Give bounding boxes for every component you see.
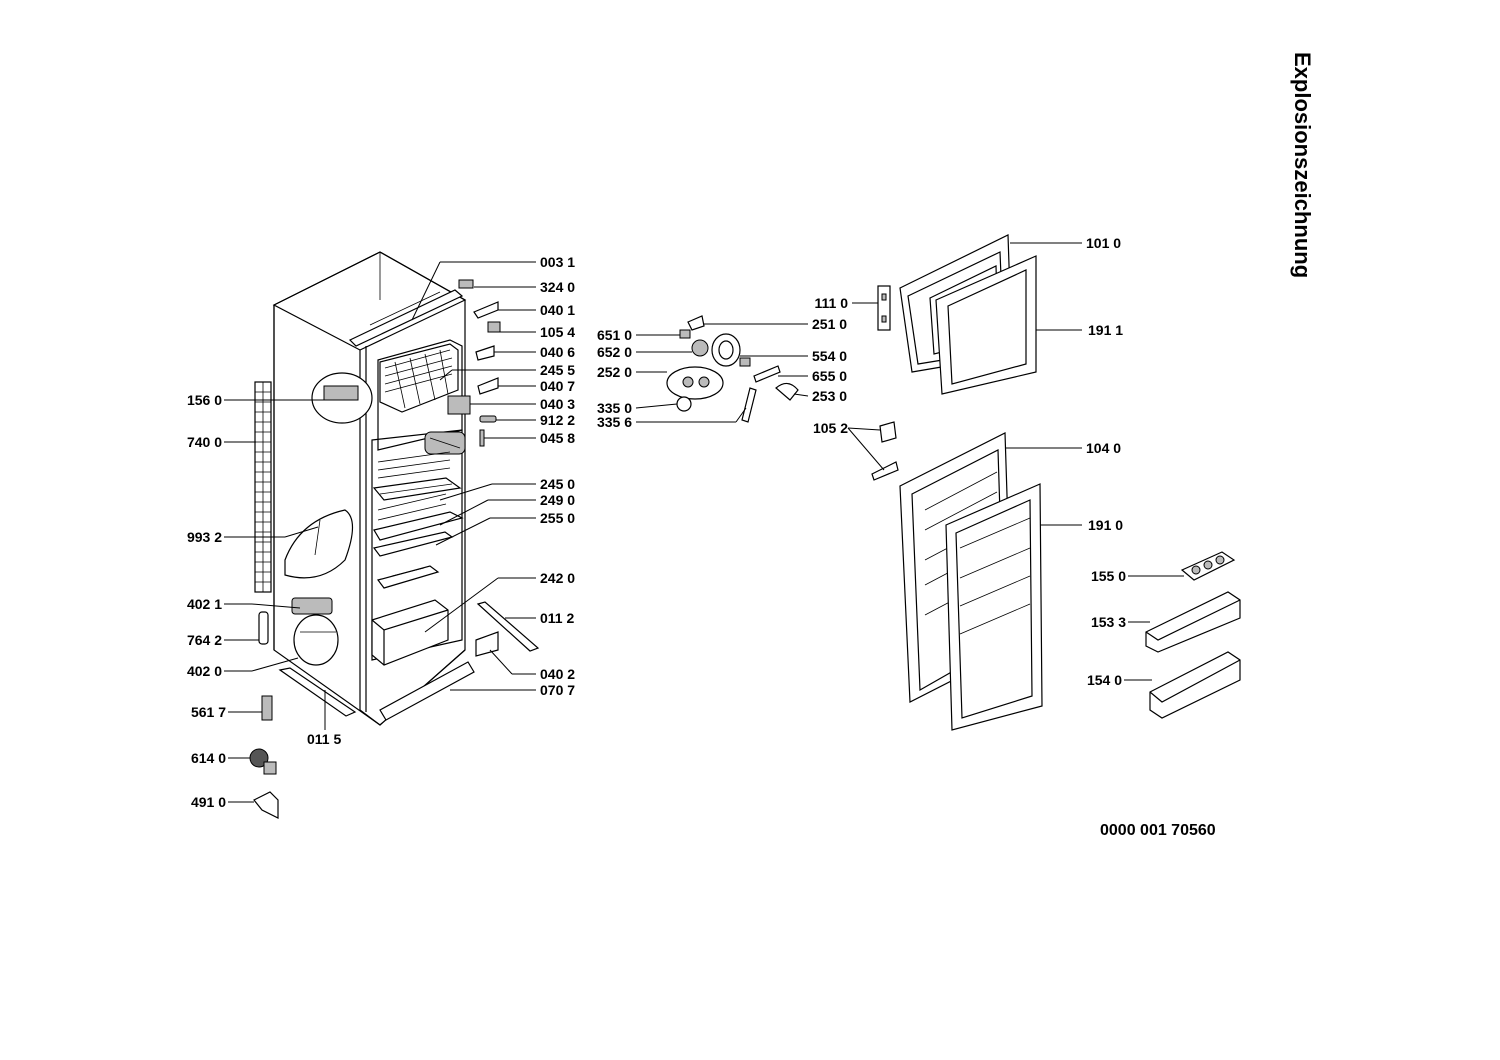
- door-bin-lower: [1149, 651, 1241, 719]
- part-label: 003 1: [540, 254, 576, 270]
- part-label: 191 1: [1088, 322, 1124, 338]
- part-label: 335 6: [596, 414, 632, 430]
- part-label: 251 0: [812, 316, 848, 332]
- part-label: 191 0: [1088, 517, 1124, 533]
- part-label: 104 0: [1086, 440, 1122, 456]
- part-label: 253 0: [812, 388, 848, 404]
- leader-lines: [224, 242, 1184, 803]
- part-label: 335 0: [596, 400, 632, 416]
- part-label: 740 0: [186, 434, 222, 450]
- part-label: 040 3: [540, 396, 576, 412]
- part-label: 154 0: [1086, 672, 1122, 688]
- part-label: 011 5: [307, 731, 342, 747]
- part-label: 040 7: [540, 378, 576, 394]
- egg-tray: [1180, 551, 1236, 581]
- part-label: 561 7: [190, 704, 226, 720]
- part-label: 554 0: [812, 348, 848, 364]
- part-label: 242 0: [540, 570, 576, 586]
- part-label: 045 8: [540, 430, 576, 446]
- part-label: 070 7: [540, 682, 576, 698]
- part-label: 651 0: [596, 327, 632, 343]
- part-label: 105 4: [540, 324, 576, 340]
- crisper-drawer: [371, 599, 449, 666]
- part-label: 155 0: [1090, 568, 1126, 584]
- shelf-upper: [372, 451, 462, 501]
- condenser-coil: [254, 381, 272, 593]
- part-label: 912 2: [540, 412, 576, 428]
- part-label: 011 2: [540, 610, 575, 626]
- part-label: 255 0: [540, 510, 576, 526]
- part-label: 324 0: [540, 279, 576, 295]
- part-label: 402 1: [186, 596, 222, 612]
- part-label: 655 0: [812, 368, 848, 384]
- part-label: 764 2: [186, 632, 222, 648]
- part-label: 153 3: [1090, 614, 1126, 630]
- part-label: 614 0: [190, 750, 226, 766]
- part-label: 040 2: [540, 666, 576, 682]
- part-label: 040 6: [540, 344, 576, 360]
- fridge-cabinet: [272, 251, 467, 726]
- glass-shelf: [376, 565, 440, 589]
- part-label: 652 0: [596, 344, 632, 360]
- part-label: 040 1: [540, 302, 576, 318]
- part-label: 249 0: [540, 492, 576, 508]
- part-label: 105 2: [812, 420, 848, 436]
- part-label: 491 0: [190, 794, 226, 810]
- part-label: 156 0: [186, 392, 222, 408]
- fridge-door-gasket: [945, 483, 1043, 731]
- shelf-middle: [373, 493, 464, 541]
- document-number: 0000 001 70560: [1100, 822, 1216, 839]
- part-label: 993 2: [186, 529, 222, 545]
- part-label: 252 0: [596, 364, 632, 380]
- thermostat-assembly: [666, 315, 799, 423]
- freezer-door-gasket: [935, 255, 1037, 395]
- part-label: 101 0: [1086, 235, 1122, 251]
- part-label: 111 0: [814, 295, 849, 311]
- part-label: 245 0: [540, 476, 576, 492]
- evaporator-grid: [384, 349, 453, 409]
- part-label: 245 5: [540, 362, 576, 378]
- part-label: 402 0: [186, 663, 222, 679]
- door-bin-upper: [1145, 591, 1241, 653]
- compressor: [291, 597, 339, 666]
- page-title: Explosionszeichnung: [1290, 52, 1315, 279]
